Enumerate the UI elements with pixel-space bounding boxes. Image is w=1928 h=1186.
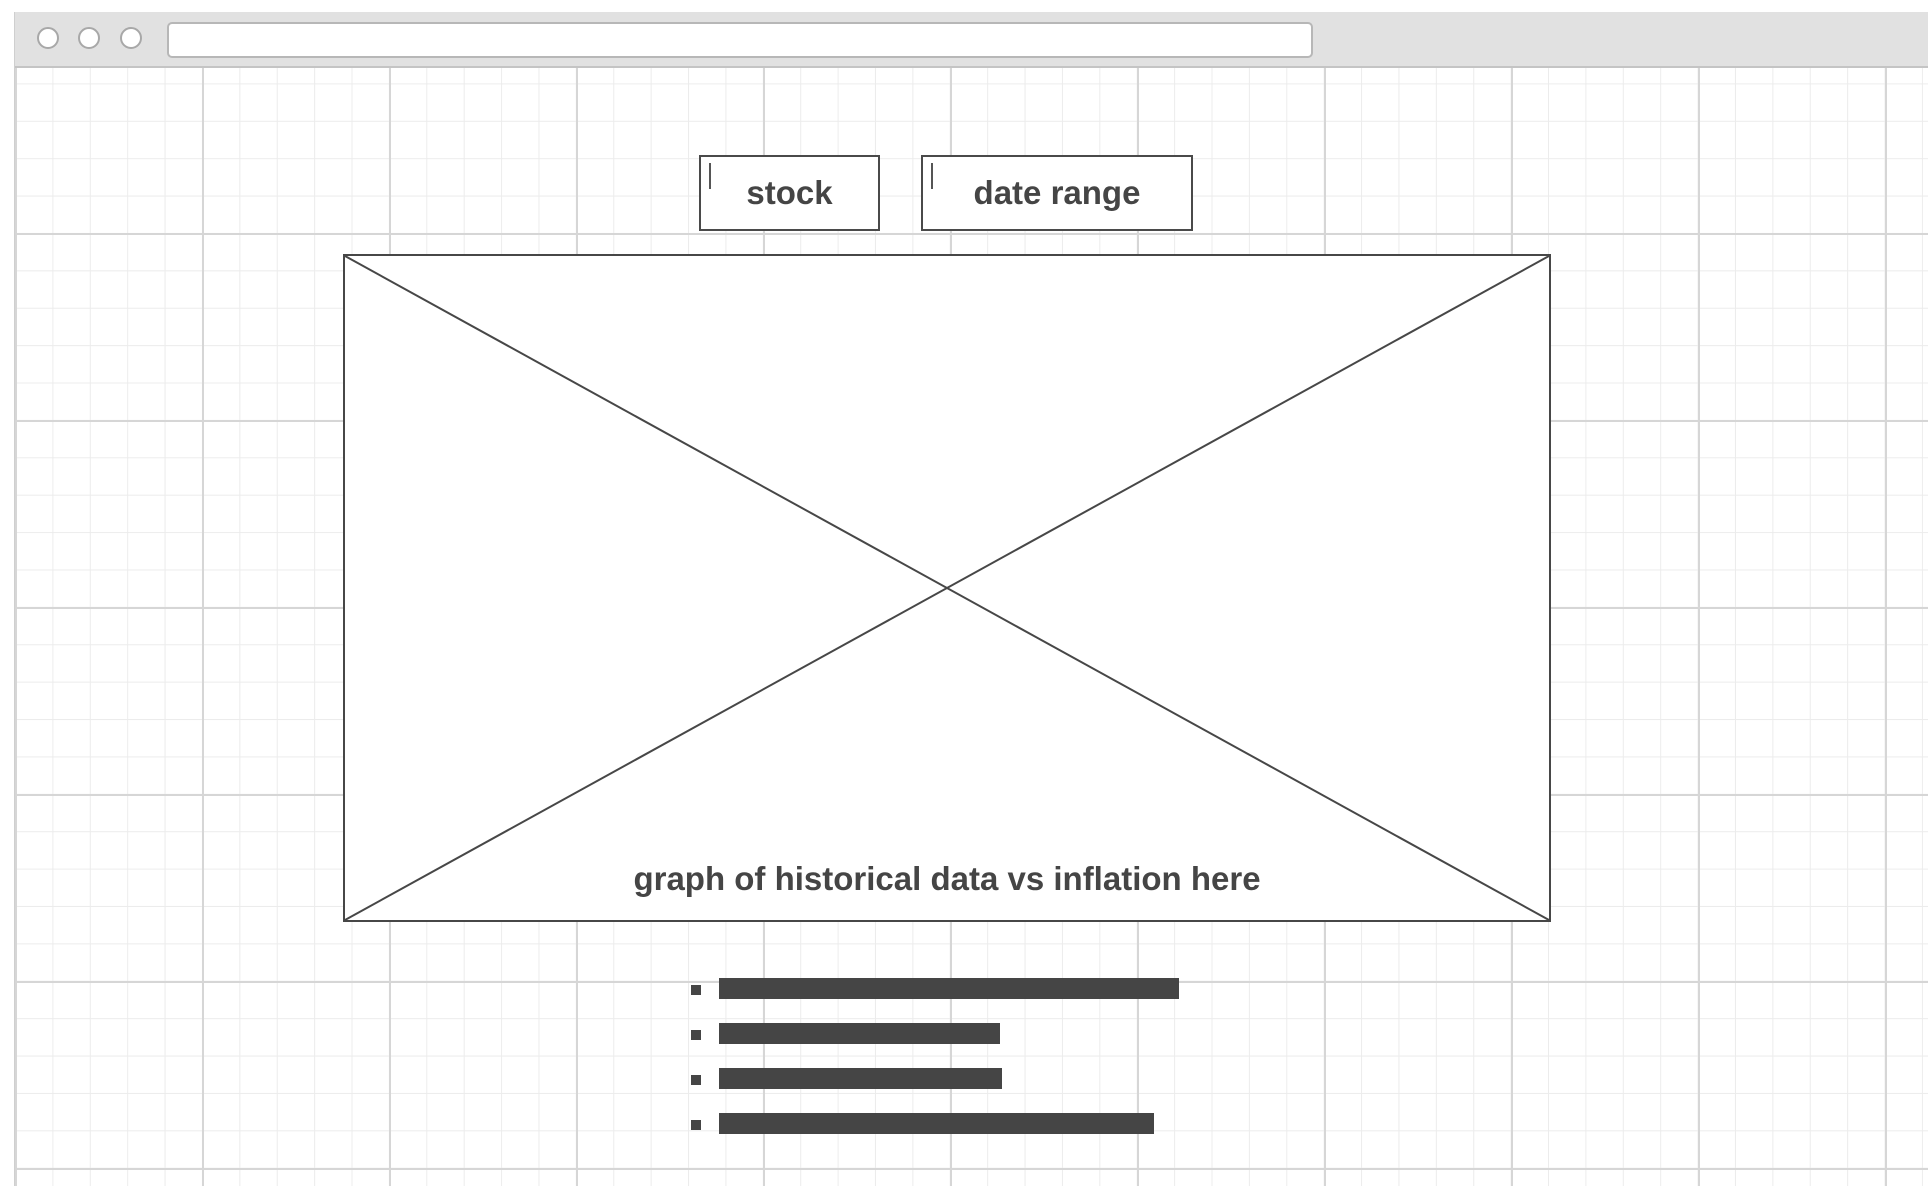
date-range-input[interactable]: date range: [921, 155, 1193, 231]
graph-caption: graph of historical data vs inflation he…: [633, 860, 1261, 897]
date-range-input-label: date range: [973, 174, 1141, 211]
bullet-icon: [691, 1120, 701, 1130]
maximize-window-button[interactable]: [120, 27, 142, 49]
text-placeholder-bar: [719, 1023, 1000, 1044]
bullet-icon: [691, 1030, 701, 1040]
address-bar[interactable]: [167, 22, 1313, 58]
window-titlebar: [15, 12, 1928, 68]
list-item: [691, 1068, 1179, 1113]
stock-input[interactable]: stock: [699, 155, 880, 231]
minimize-window-button[interactable]: [78, 27, 100, 49]
text-caret-icon: [931, 163, 933, 189]
wireframe-canvas: stock date range graph of historical dat…: [15, 68, 1928, 1186]
text-placeholder-list: [691, 978, 1179, 1158]
text-caret-icon: [709, 163, 711, 189]
stock-input-label: stock: [746, 174, 833, 211]
list-item: [691, 978, 1179, 1023]
graph-placeholder: graph of historical data vs inflation he…: [343, 254, 1551, 922]
browser-window: stock date range graph of historical dat…: [14, 12, 1928, 1186]
bullet-icon: [691, 985, 701, 995]
bullet-icon: [691, 1075, 701, 1085]
close-window-button[interactable]: [37, 27, 59, 49]
text-placeholder-bar: [719, 978, 1179, 999]
image-placeholder-cross-icon: [345, 256, 1549, 920]
text-placeholder-bar: [719, 1068, 1002, 1089]
list-item: [691, 1023, 1179, 1068]
text-placeholder-bar: [719, 1113, 1154, 1134]
list-item: [691, 1113, 1179, 1158]
